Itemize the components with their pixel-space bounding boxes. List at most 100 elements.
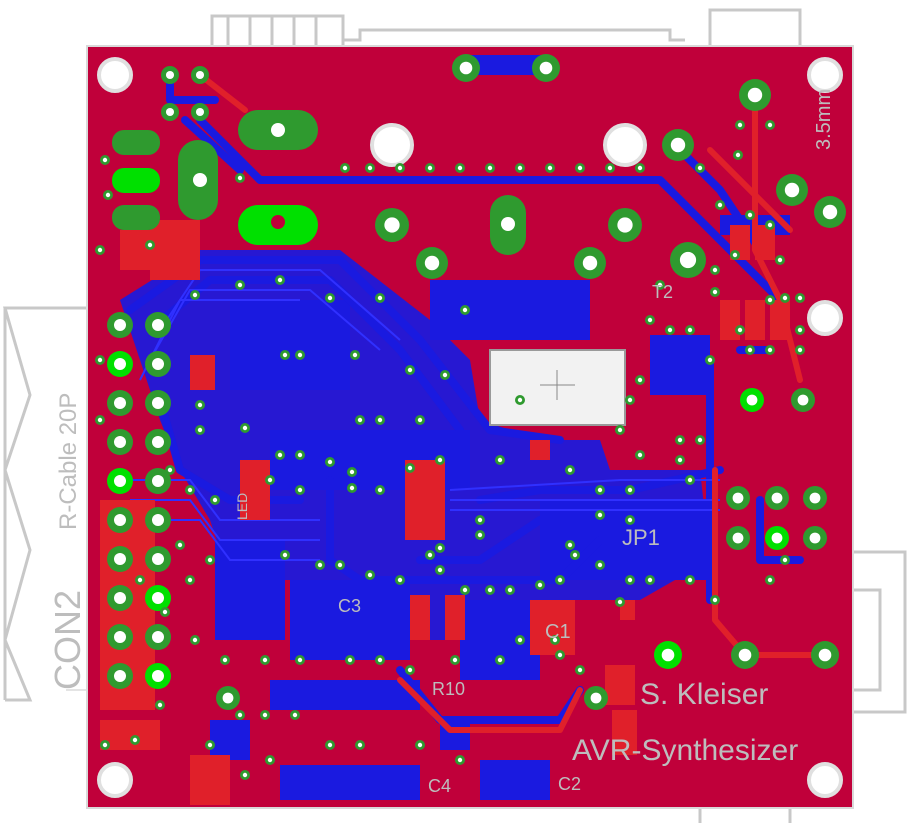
via-drill bbox=[577, 165, 583, 171]
via-drill bbox=[349, 485, 355, 491]
via-drill bbox=[317, 562, 323, 568]
via-drill bbox=[667, 327, 673, 333]
header-pin-drill bbox=[114, 553, 126, 565]
via-drill bbox=[797, 295, 803, 301]
via-drill bbox=[337, 562, 343, 568]
via-drill bbox=[617, 427, 623, 433]
via-drill bbox=[517, 397, 523, 403]
via-drill bbox=[222, 657, 228, 663]
via-drill bbox=[797, 327, 803, 333]
via-drill bbox=[347, 657, 353, 663]
header-pin-drill bbox=[152, 631, 164, 643]
via-drill bbox=[397, 577, 403, 583]
via-drill bbox=[677, 457, 683, 463]
via-drill bbox=[497, 457, 503, 463]
via-drill bbox=[567, 467, 573, 473]
via-drill bbox=[477, 517, 483, 523]
via-drill bbox=[105, 192, 111, 198]
via-drill bbox=[397, 165, 403, 171]
via-drill bbox=[297, 487, 303, 493]
via-drill bbox=[637, 377, 643, 383]
through-hole-pad-drill bbox=[459, 61, 473, 75]
via-drill bbox=[737, 327, 743, 333]
via-drill bbox=[207, 742, 213, 748]
via-drill bbox=[767, 347, 773, 353]
via-drill bbox=[407, 465, 413, 471]
header-pin-drill bbox=[114, 319, 126, 331]
via-drill bbox=[487, 587, 493, 593]
via-drill bbox=[567, 542, 573, 548]
via-drill bbox=[457, 165, 463, 171]
through-hole-pad-drill bbox=[747, 87, 763, 103]
via-drill bbox=[327, 742, 333, 748]
ic-body bbox=[489, 349, 626, 426]
through-hole-pad-drill bbox=[809, 492, 821, 504]
via-drill bbox=[157, 702, 163, 708]
via-drill bbox=[442, 372, 448, 378]
via-drill bbox=[597, 487, 603, 493]
via-drill bbox=[237, 282, 243, 288]
header-pin-drill bbox=[114, 514, 126, 526]
bottom-copper bbox=[120, 55, 790, 800]
via-drill bbox=[767, 297, 773, 303]
header-pin-drill bbox=[114, 475, 126, 487]
via-drill bbox=[349, 469, 355, 475]
through-hole-pad-drill bbox=[784, 182, 800, 198]
via-drill bbox=[452, 657, 458, 663]
via-drill bbox=[717, 202, 723, 208]
via-drill bbox=[627, 577, 633, 583]
via-drill bbox=[187, 577, 193, 583]
via-drill bbox=[437, 457, 443, 463]
via-drill bbox=[97, 417, 103, 423]
via-drill bbox=[292, 712, 298, 718]
via-drill bbox=[712, 289, 718, 295]
silkscreen-labels: R-Cable 20P CON2 S. Kleiser AVR-Synthesi… bbox=[47, 89, 835, 796]
through-hole-pad-drill bbox=[539, 61, 553, 75]
via-drill bbox=[262, 712, 268, 718]
via-drill bbox=[687, 327, 693, 333]
via-drill bbox=[357, 742, 363, 748]
via-drill bbox=[277, 277, 283, 283]
via-drill bbox=[197, 427, 203, 433]
via-drill bbox=[267, 477, 273, 483]
cap-c1-label: C1 bbox=[545, 621, 571, 643]
via-drill bbox=[712, 267, 718, 273]
through-hole-pad-drill bbox=[582, 255, 598, 271]
via-drill bbox=[377, 487, 383, 493]
via-drill bbox=[167, 467, 173, 473]
through-hole-pad-drill bbox=[424, 255, 440, 271]
header-pin-drill bbox=[152, 397, 164, 409]
via-drill bbox=[427, 165, 433, 171]
mounting-holes bbox=[97, 57, 843, 798]
via-drill bbox=[497, 657, 503, 663]
through-hole-pad-drill bbox=[661, 648, 675, 662]
via-drill bbox=[97, 247, 103, 253]
via-drill bbox=[547, 165, 553, 171]
via-drill bbox=[102, 742, 108, 748]
through-hole-pad-drill bbox=[818, 648, 832, 662]
cap-c3-label: C3 bbox=[338, 596, 361, 616]
header-pin-drill bbox=[152, 670, 164, 682]
via-drill bbox=[207, 557, 213, 563]
header-pin-drill bbox=[152, 319, 164, 331]
via-drill bbox=[677, 437, 683, 443]
via-drill bbox=[137, 577, 143, 583]
connector-label: CON2 bbox=[47, 590, 88, 690]
via-drill bbox=[557, 652, 563, 658]
jack-size-label: 3.5mm bbox=[813, 89, 835, 150]
via-drill bbox=[557, 577, 563, 583]
led-label: LED bbox=[234, 493, 250, 520]
via-drill bbox=[242, 425, 248, 431]
via-drill bbox=[237, 712, 243, 718]
through-hole-pad-drill bbox=[797, 394, 809, 406]
via-drill bbox=[267, 757, 273, 763]
via-drill bbox=[97, 357, 103, 363]
via-drill bbox=[647, 317, 653, 323]
jumper-label: JP1 bbox=[622, 525, 660, 550]
through-hole-pad-drill bbox=[195, 70, 205, 80]
header-pin-drill bbox=[114, 397, 126, 409]
via-drill bbox=[407, 367, 413, 373]
via-drill bbox=[517, 637, 523, 643]
via-drill bbox=[327, 295, 333, 301]
header-pin-drill bbox=[152, 475, 164, 487]
